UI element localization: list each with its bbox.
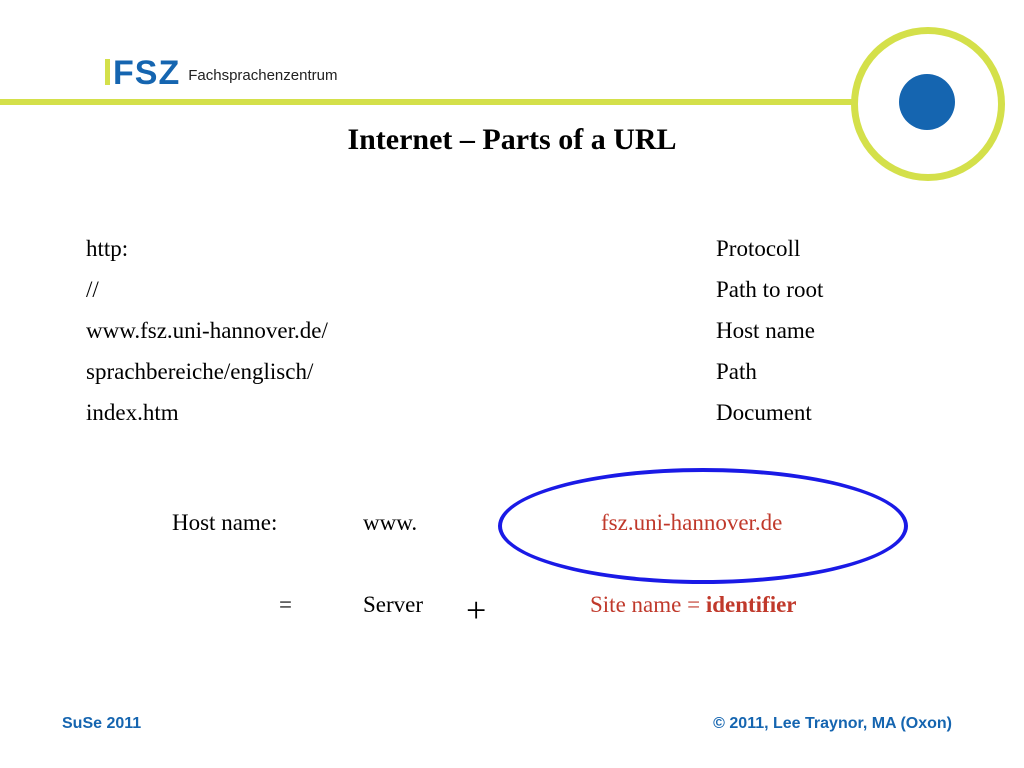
- footer-right: © 2011, Lee Traynor, MA (Oxon): [713, 715, 952, 732]
- logo-wordmark: FSZ: [113, 54, 181, 92]
- site-name-text: Site name =: [590, 592, 706, 617]
- url-part-row: sprachbereiche/englisch/ Path: [0, 351, 1024, 392]
- server-label: Server: [363, 592, 424, 617]
- site-part: fsz.uni-hannover.de: [601, 510, 783, 535]
- url-part-label: Path to root: [716, 277, 824, 302]
- header-rule: [0, 99, 858, 105]
- slide-title: Internet – Parts of a URL: [347, 123, 677, 156]
- url-part-label: Path: [716, 359, 757, 384]
- server-part: www.: [363, 510, 418, 535]
- highlight-ellipse: [498, 468, 908, 584]
- logo-dot: [899, 74, 955, 130]
- identifier-emphasis: identifier: [705, 592, 797, 617]
- url-part-row: http: Protocoll: [0, 228, 1024, 269]
- url-part-label: Document: [716, 400, 812, 425]
- url-part-label: Protocoll: [716, 236, 801, 261]
- url-part-row: // Path to root: [0, 269, 1024, 310]
- footer-left: SuSe 2011: [62, 715, 142, 732]
- logo-bar: [105, 59, 110, 85]
- url-part: http:: [86, 236, 129, 261]
- logo-subtitle: Fachsprachenzentrum: [188, 67, 338, 84]
- plus-sign: +: [466, 590, 487, 630]
- url-part-row: www.fsz.uni-hannover.de/ Host name: [0, 310, 1024, 351]
- fsz-logo: FSZ Fachsprachenzentrum: [105, 50, 337, 90]
- url-part: sprachbereiche/englisch/: [86, 359, 314, 384]
- host-name-label: Host name:: [172, 510, 278, 535]
- equals-sign: =: [279, 592, 292, 617]
- url-part: index.htm: [86, 400, 179, 425]
- url-part-row: index.htm Document: [0, 392, 1024, 433]
- logo-ring: [851, 27, 1005, 181]
- url-part-label: Host name: [716, 318, 816, 343]
- url-part: //: [86, 277, 99, 302]
- url-part: www.fsz.uni-hannover.de/: [86, 318, 328, 343]
- site-name-label: Site name = identifier: [590, 590, 797, 620]
